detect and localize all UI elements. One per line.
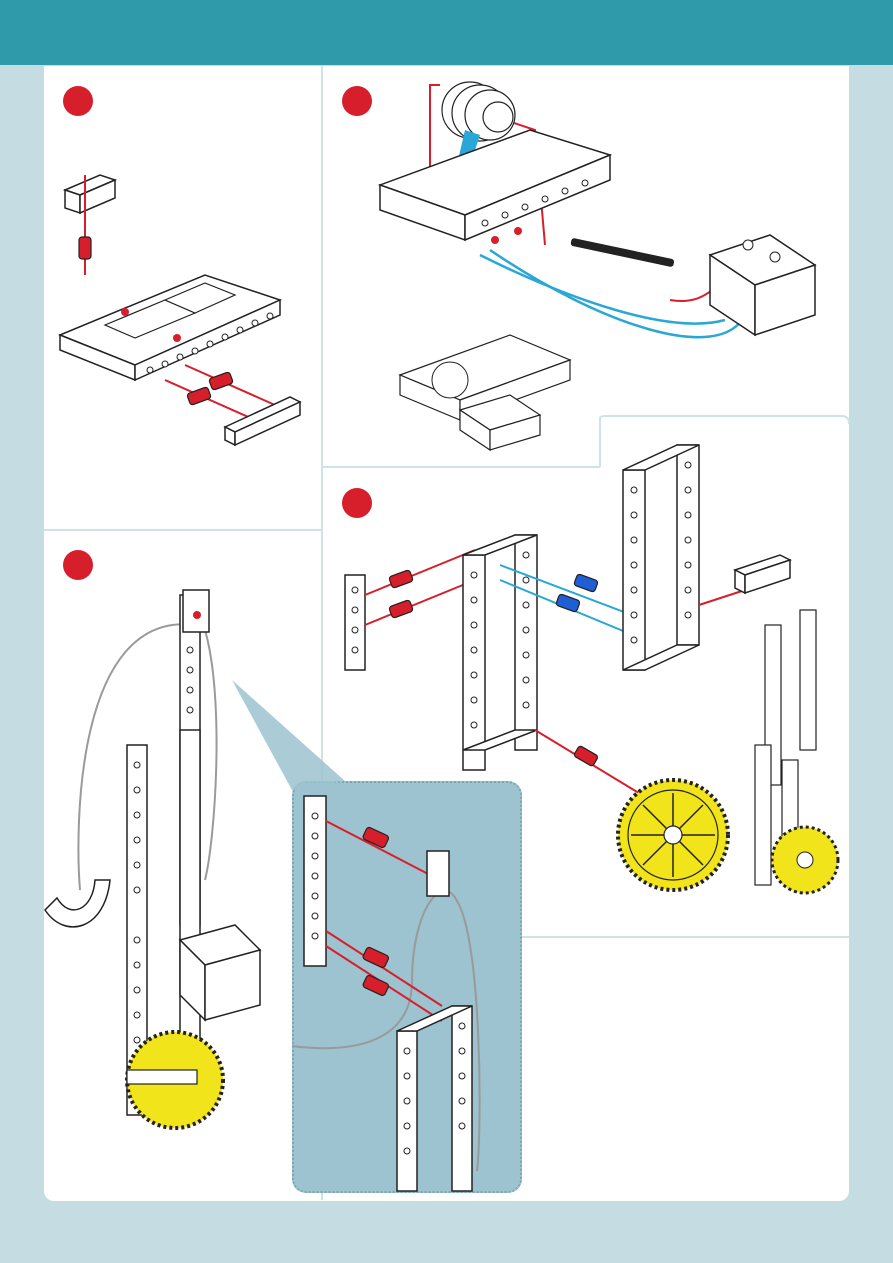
inset-illustration xyxy=(292,781,522,1193)
